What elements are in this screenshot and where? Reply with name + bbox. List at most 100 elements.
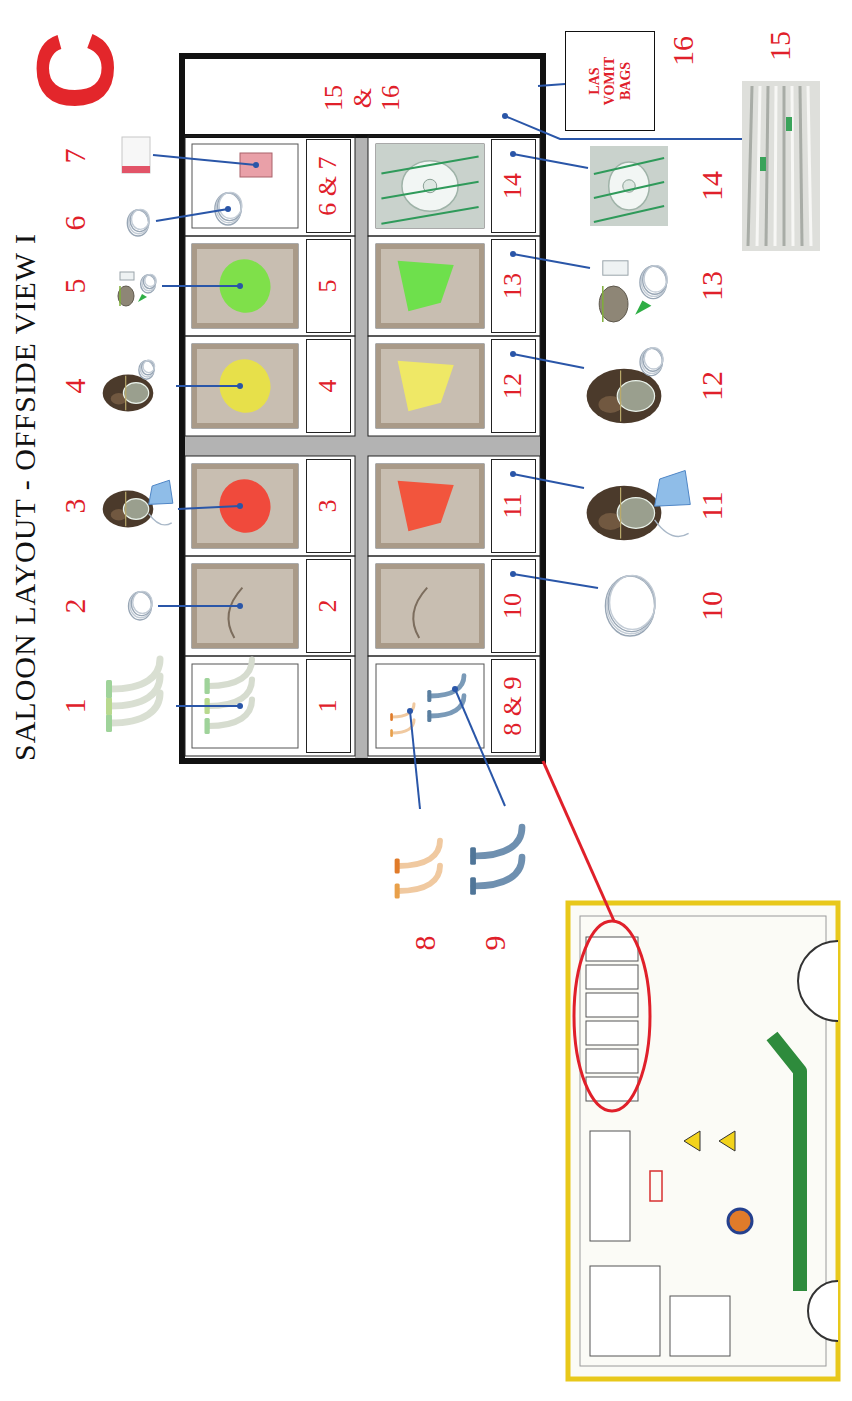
tube-label <box>760 157 766 171</box>
leader-dot <box>510 251 516 257</box>
packaged-tube <box>792 86 793 246</box>
package-photo <box>376 144 484 228</box>
package-sheen <box>381 249 479 323</box>
locker <box>586 1049 638 1073</box>
compartment-label: 3 <box>314 500 343 513</box>
tubing-loop <box>142 275 156 291</box>
package-sheen <box>381 349 479 423</box>
compartment <box>368 136 540 236</box>
callout-number: 6 <box>60 216 90 231</box>
tubing-loop <box>610 575 656 629</box>
leader-dot <box>253 162 259 168</box>
compartment-number: 15 & 16 <box>188 63 538 133</box>
section-letter: C <box>20 31 130 110</box>
photo-frame <box>192 144 298 228</box>
package-photo <box>376 464 484 548</box>
tubing-loop <box>644 348 663 369</box>
stretcher <box>772 1036 800 1291</box>
compartment-number: 8 & 9 <box>491 659 536 753</box>
compartment <box>368 236 540 336</box>
oxygen-tube <box>149 514 172 525</box>
package-sheen <box>197 469 293 543</box>
airway-flange <box>106 697 112 715</box>
head-form <box>587 369 662 423</box>
tubing-loop <box>219 192 242 218</box>
package-label <box>398 261 454 311</box>
packaged-mask <box>590 146 668 226</box>
callout-number: 9 <box>480 936 510 951</box>
mask-strap <box>125 492 126 527</box>
tubing-loop <box>640 348 662 375</box>
leader-dot <box>510 471 516 477</box>
callout-number: 2 <box>60 599 90 614</box>
leader-dot <box>237 283 243 289</box>
compartment-number: 6 & 7 <box>306 139 351 233</box>
packaged-tube <box>775 86 776 246</box>
tubing-loop <box>143 360 154 372</box>
airway-flange <box>106 680 112 698</box>
oxygen-mask <box>617 498 654 529</box>
tubing-coil <box>605 575 655 636</box>
compartment-number: 13 <box>491 239 536 333</box>
oxygen-mask <box>123 383 148 404</box>
oxygen-tube <box>655 520 689 537</box>
package-crease <box>413 588 427 638</box>
airway-tube <box>430 676 464 696</box>
airway-flange <box>427 710 431 722</box>
grid-frame <box>182 56 543 761</box>
mannequin-head <box>103 360 155 411</box>
packaged-tube <box>757 86 760 246</box>
tubing-coil <box>215 192 242 225</box>
warning-sign <box>684 1131 700 1151</box>
tubing-loop <box>129 210 149 234</box>
callout-number: 4 <box>60 379 90 394</box>
compartment <box>368 656 540 756</box>
mannequin-head <box>103 480 173 527</box>
compartment-label: 15 & 16 <box>320 76 406 120</box>
reservoir-bag <box>149 480 173 504</box>
reservoir-bag <box>655 471 691 507</box>
neb-chamber <box>120 272 134 280</box>
tubing-coil <box>640 348 663 376</box>
leader-line <box>513 254 590 268</box>
mannequin-head <box>587 348 663 423</box>
tape-roll-end <box>122 166 150 173</box>
tubing-loop <box>140 361 154 377</box>
compartment-number: 1 <box>306 659 351 753</box>
cabinet <box>670 1296 730 1356</box>
head-form <box>587 486 662 540</box>
compartment-label: 14 <box>499 173 528 199</box>
leader-dot <box>502 113 508 119</box>
tubing-loop <box>641 266 666 296</box>
compartment-label: 10 <box>499 593 528 619</box>
airway-flange <box>470 877 476 894</box>
leader-dot <box>510 571 516 577</box>
tape-roll-photo <box>240 153 272 177</box>
neb-strap <box>119 286 121 306</box>
leader-line <box>158 605 240 607</box>
tubing-loop <box>131 592 152 616</box>
tubing-loop <box>605 576 654 636</box>
storage-grid <box>182 56 543 761</box>
packaged-tube <box>808 86 811 246</box>
airway-flange <box>395 883 400 898</box>
leader-dot <box>510 151 516 157</box>
locker <box>586 1021 638 1045</box>
neb-connector <box>138 294 147 302</box>
mask-strap <box>125 376 126 411</box>
packaged-mask <box>376 144 484 228</box>
leader-line <box>513 474 584 488</box>
package-photo <box>376 244 484 328</box>
airway-flange <box>427 690 431 702</box>
tubing-coil <box>139 360 155 379</box>
oxygen-mask <box>123 499 148 520</box>
packaged-tube <box>800 86 802 246</box>
tubing-coil <box>129 591 153 620</box>
green-stripe <box>381 157 478 174</box>
callout-number: 10 <box>697 591 727 621</box>
packaged-item <box>376 344 484 428</box>
